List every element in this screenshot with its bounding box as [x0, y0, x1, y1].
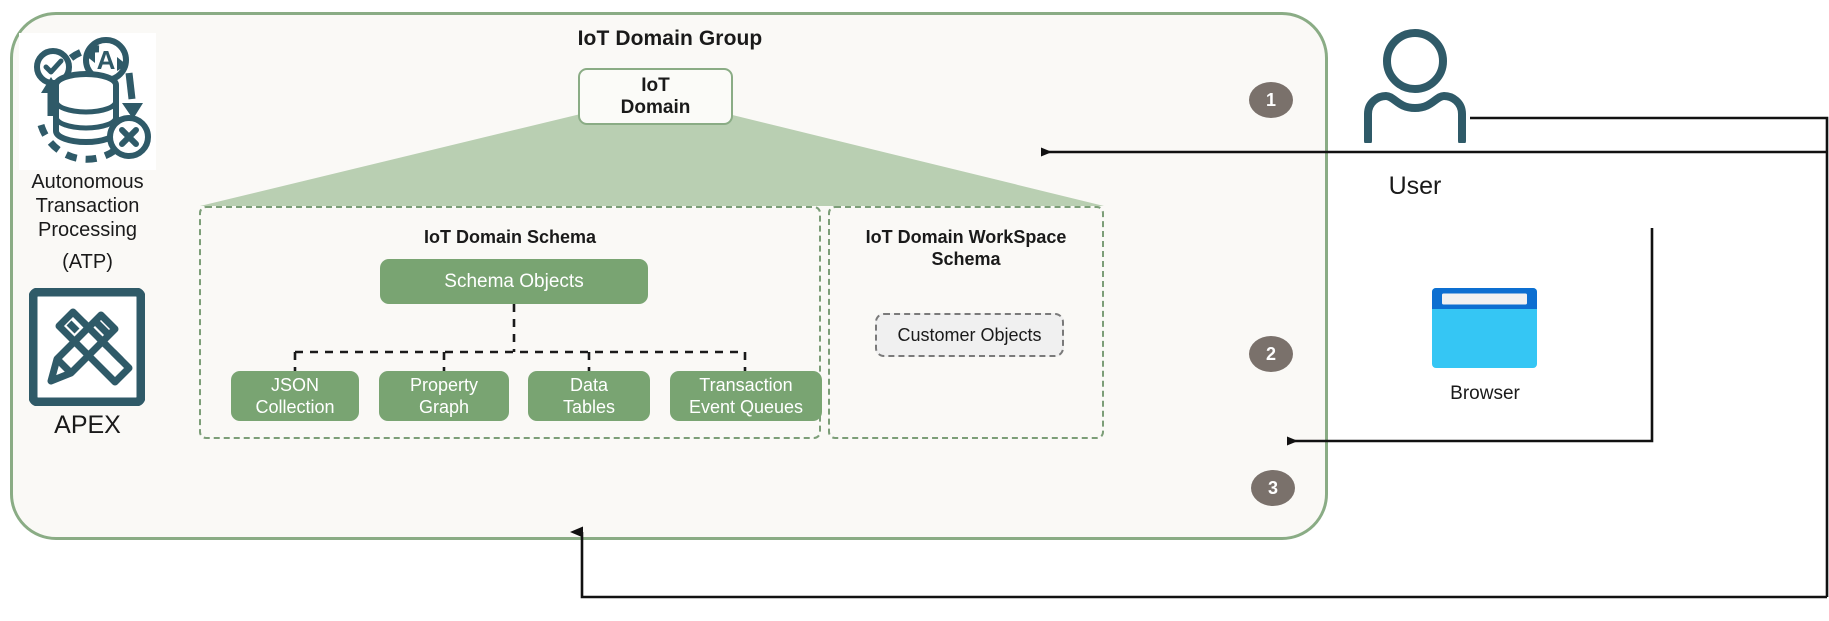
step-badge-1-number: 1 — [1265, 89, 1276, 110]
flow-arrow-1-tail — [1470, 116, 1829, 152]
atp-abbreviation: (ATP) — [62, 251, 113, 273]
node-property-graph-line1: Property — [409, 375, 479, 395]
node-json-collection-line2: Collection — [255, 397, 335, 417]
node-transaction-event-queues-line2: Event Queues — [688, 397, 804, 417]
node-property-graph[interactable]: Property Graph — [379, 371, 509, 421]
node-data-tables-line2: Tables — [562, 397, 616, 417]
workspace-title-line2: Schema — [931, 249, 1001, 269]
step-badge-3-number: 3 — [1267, 477, 1278, 498]
browser-icon — [1432, 288, 1537, 368]
iot-domain-workspace-schema-title: IoT Domain WorkSpace Schema — [830, 226, 1102, 270]
node-data-tables[interactable]: Data Tables — [528, 371, 650, 421]
node-transaction-event-queues-line1: Transaction — [699, 375, 793, 395]
step-badge-2-number: 2 — [1265, 343, 1276, 364]
workspace-title-line1: IoT Domain WorkSpace — [865, 227, 1067, 247]
iot-domain-line1: IoT — [641, 74, 670, 96]
node-property-graph-line2: Graph — [418, 397, 470, 417]
user-icon — [1360, 28, 1470, 145]
flow-arrow-3 — [570, 526, 1827, 599]
iot-domain-workspace-schema-panel: IoT Domain WorkSpace Schema — [828, 206, 1104, 439]
group-title: IoT Domain Group — [577, 27, 763, 50]
node-customer-objects-label: Customer Objects — [897, 324, 1042, 345]
apex-label: APEX — [54, 411, 121, 439]
node-schema-objects[interactable]: Schema Objects — [380, 259, 648, 304]
flow-arrow-2 — [1287, 228, 1654, 446]
node-data-tables-line1: Data — [569, 375, 609, 395]
node-json-collection-line1: JSON — [270, 375, 319, 395]
atp-label-line3: Processing — [38, 219, 137, 241]
iot-domain-line2: Domain — [620, 96, 691, 118]
iot-domain-schema-title: IoT Domain Schema — [423, 227, 597, 247]
node-customer-objects[interactable]: Customer Objects — [875, 313, 1064, 357]
atp-label-line2: Transaction — [35, 195, 140, 217]
iot-domain-schema-panel: IoT Domain Schema — [199, 206, 821, 439]
node-json-collection[interactable]: JSON Collection — [231, 371, 359, 421]
atp-label-line1: Autonomous — [31, 171, 144, 193]
atp-icon: A — [19, 33, 156, 170]
step-badge-2: 2 — [1249, 336, 1293, 372]
apex-icon — [28, 287, 146, 407]
step-badge-3: 3 — [1251, 470, 1295, 506]
atp-label: Autonomous Transaction Processing (ATP) — [10, 170, 165, 274]
step-badge-1: 1 — [1249, 82, 1293, 118]
user-label: User — [1388, 172, 1442, 200]
iot-domain-box[interactable]: IoT Domain — [578, 68, 733, 125]
browser-label: Browser — [1450, 383, 1520, 404]
svg-text:A: A — [97, 45, 116, 75]
node-schema-objects-label: Schema Objects — [444, 270, 584, 292]
node-transaction-event-queues[interactable]: Transaction Event Queues — [670, 371, 822, 421]
